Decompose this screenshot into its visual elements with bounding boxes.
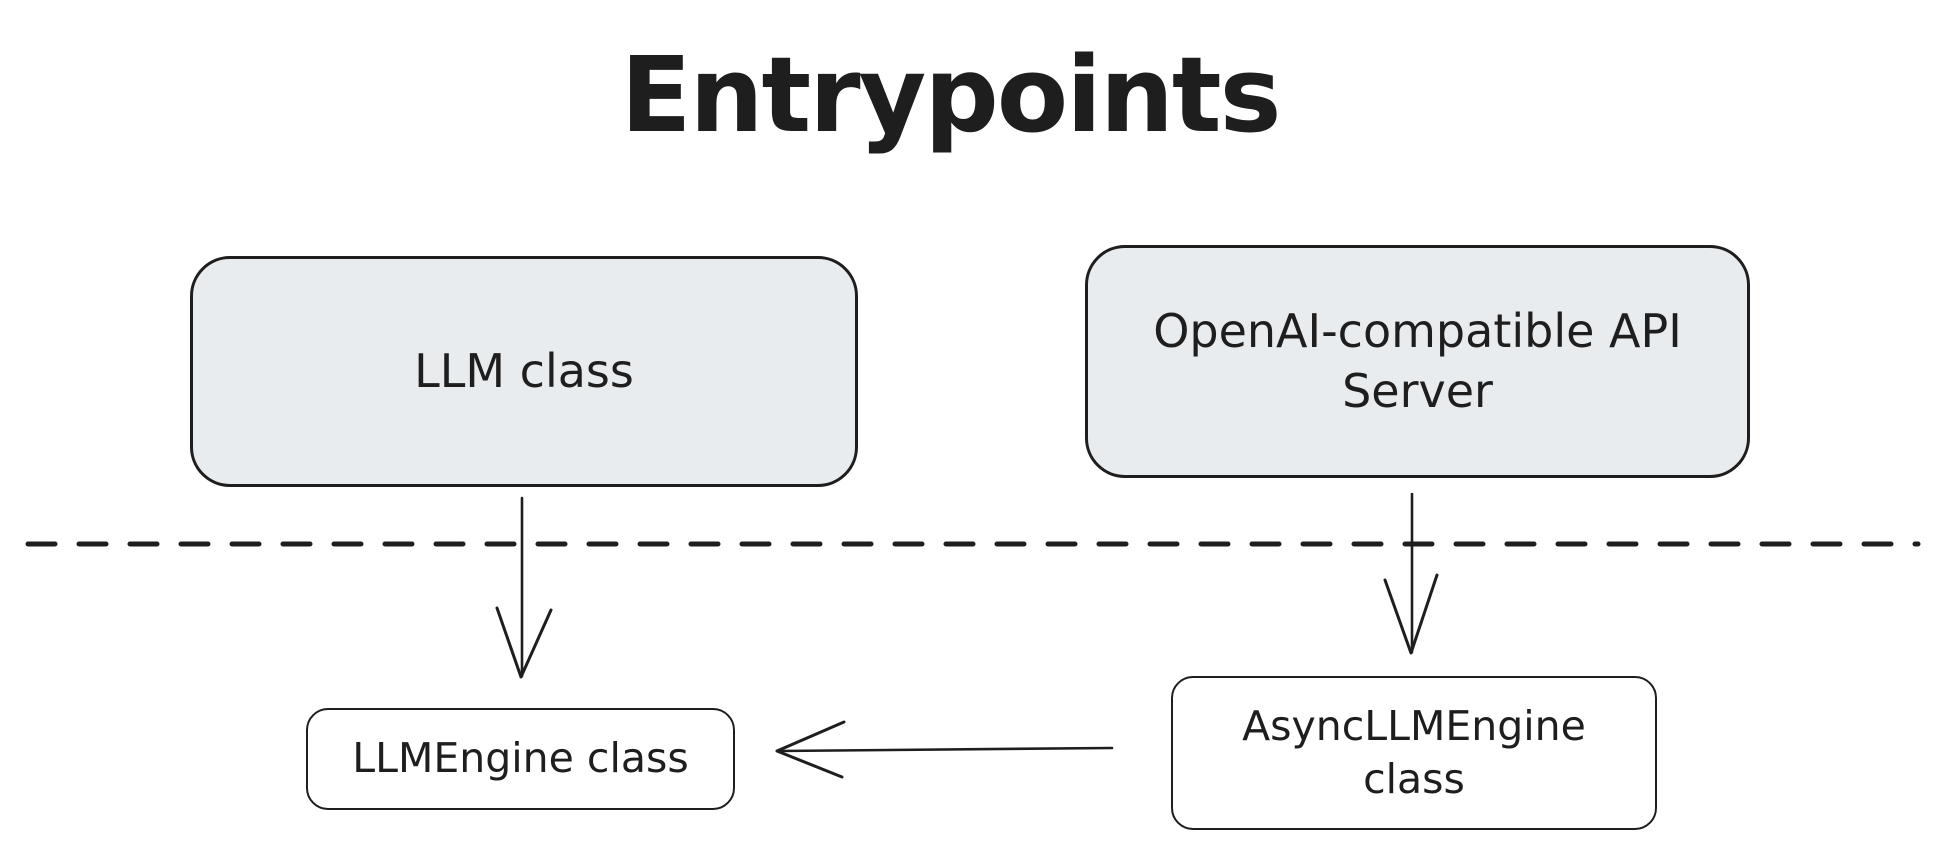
- arrow-llm-to-llmengine: [495, 496, 553, 679]
- arrow-asyncllmengine-to-llmengine: [775, 720, 1114, 779]
- node-llm-class: LLM class: [190, 256, 858, 487]
- node-openai-api-server: OpenAI-compatible API Server: [1085, 245, 1750, 478]
- node-asyncllmengine-class-label: AsyncLLMEngine class: [1242, 701, 1586, 803]
- node-llmengine-class: LLMEngine class: [306, 708, 735, 810]
- node-openai-api-server-label: OpenAI-compatible API Server: [1153, 303, 1682, 418]
- node-asyncllmengine-class: AsyncLLMEngine class: [1171, 676, 1657, 830]
- node-llm-class-label: LLM class: [414, 343, 634, 398]
- diagram-title: Entrypoints: [620, 34, 1281, 156]
- node-llmengine-class-label: LLMEngine class: [352, 734, 689, 783]
- arrow-apiserver-to-asyncllmengine: [1383, 492, 1439, 655]
